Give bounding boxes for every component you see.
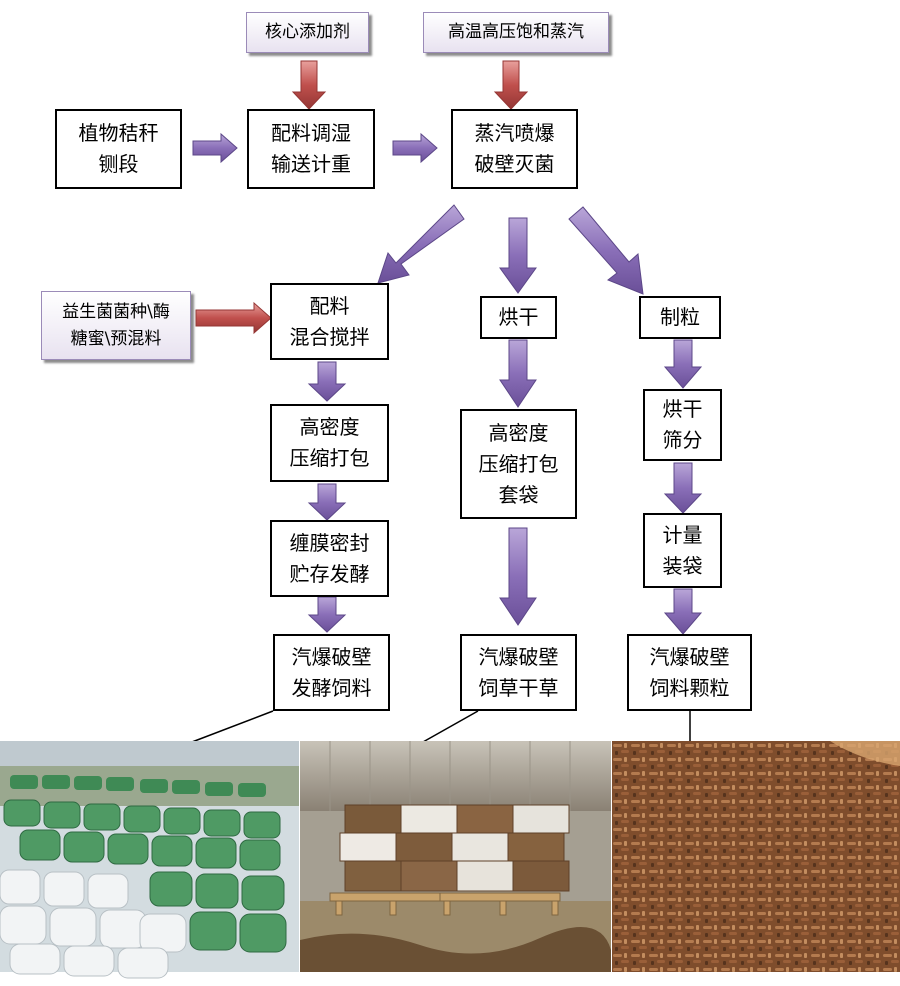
- wrap-ferment-step: 缠膜密封贮存发酵: [270, 520, 389, 597]
- arrow-weigh-to-product: [663, 588, 703, 635]
- arrow-mix-to-explode: [392, 132, 438, 164]
- steam-explode-step: 蒸汽喷爆破壁灭菌: [451, 109, 578, 189]
- arrow-explode-to-mixstir: [377, 204, 465, 284]
- arrow-press-to-hay: [499, 527, 537, 626]
- dry-step: 烘干: [480, 296, 557, 339]
- mix-stir-step: 配料混合搅拌: [270, 283, 389, 360]
- arrow-explode-to-pellet: [568, 206, 644, 295]
- mix-weigh-step: 配料调湿输送计重: [247, 109, 375, 189]
- dry-sieve-step: 烘干筛分: [643, 389, 722, 461]
- probiotic-input: 益生菌菌种\酶 糖蜜\预混料: [41, 291, 191, 360]
- arrow-additive-down: [291, 60, 327, 110]
- arrow-straw-to-mix: [192, 132, 238, 164]
- feed-pellets-photo: [612, 741, 900, 972]
- arrow-drysieve-to-weigh: [663, 462, 703, 514]
- arrow-steam-down: [493, 60, 529, 110]
- arrow-press-to-wrap: [307, 483, 347, 521]
- straw-cutting-step: 植物秸秆铡段: [55, 109, 182, 189]
- connector-hay-photo: [422, 710, 479, 743]
- compress-bag-step: 高密度压缩打包套袋: [460, 409, 577, 519]
- silage-bales-photo: [0, 741, 299, 979]
- pellet-step: 制粒: [639, 296, 721, 339]
- arrow-mixstir-to-press: [307, 361, 347, 402]
- arrow-probiotic-right: [195, 301, 272, 335]
- connector-ferment-photo: [191, 710, 274, 743]
- arrow-explode-to-dry: [499, 217, 537, 294]
- arrow-wrap-to-product: [307, 596, 347, 633]
- feed-pellet-product: 汽爆破壁饲料颗粒: [627, 634, 752, 711]
- arrow-dry-to-press: [499, 339, 537, 408]
- arrow-pellet-to-drysieve: [663, 339, 703, 389]
- hay-product: 汽爆破壁饲草干草: [460, 634, 577, 711]
- steam-input: 高温高压饱和蒸汽: [423, 12, 609, 53]
- additive-input: 核心添加剂: [246, 12, 369, 53]
- weigh-bag-step: 计量装袋: [643, 513, 722, 588]
- ferment-feed-product: 汽爆破壁发酵饲料: [273, 634, 390, 711]
- hay-bales-photo: [300, 741, 611, 972]
- compress-bale-step: 高密度压缩打包: [270, 404, 389, 482]
